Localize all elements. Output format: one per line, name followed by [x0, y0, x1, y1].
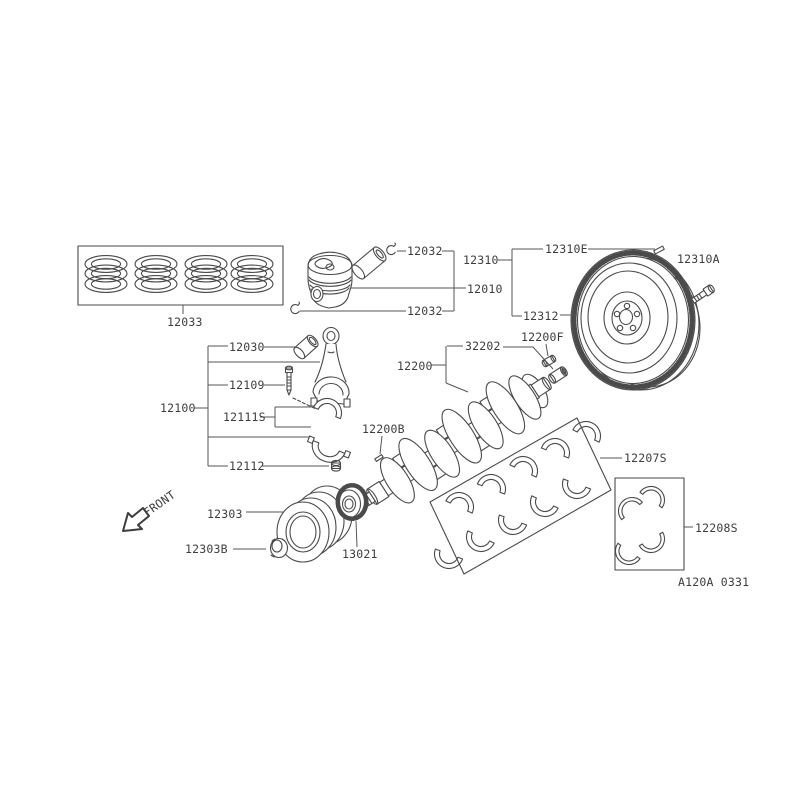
drawing-code: A120A 0331 — [678, 575, 749, 589]
crank-key-icon — [374, 454, 384, 462]
crankshaft — [354, 373, 552, 511]
label-rod-bolt: 12109 — [229, 378, 265, 392]
label-flywheel: 12310 — [463, 253, 499, 267]
rod-bolt-icon — [284, 365, 317, 410]
front-label: FRONT — [141, 488, 178, 520]
label-pulley-nut: 12303B — [185, 542, 228, 556]
label-main-bearing-set: 12207S — [624, 451, 667, 465]
pilot-bushing-icon — [541, 354, 557, 368]
label-pilot-bushing: 12200F — [521, 330, 564, 344]
snap-ring-bottom-icon — [290, 301, 300, 315]
thrust-washer-set — [609, 477, 685, 571]
flywheel-bolt-icon — [690, 284, 715, 304]
label-rod-nut: 12112 — [229, 459, 265, 473]
leader-lines — [182, 248, 693, 550]
part-labels: 12033 12032 12010 12032 12310 12310E 123… — [160, 242, 738, 561]
snap-ring-top-icon — [386, 242, 396, 256]
flywheel-key-icon — [653, 245, 665, 255]
main-bearing-set — [429, 416, 612, 575]
pilot-converter-icon — [548, 366, 568, 384]
piston-pin-bushing-icon — [293, 334, 319, 360]
rod-cap — [306, 435, 352, 463]
label-crank-sprocket: 13021 — [342, 547, 378, 561]
piston-ring-set — [77, 245, 284, 306]
label-connecting-rod: 12100 — [160, 401, 196, 415]
label-piston-pin-bushing: 12030 — [229, 340, 265, 354]
piston-pin — [351, 246, 387, 280]
label-crank-pulley: 12303 — [207, 507, 243, 521]
label-snap-ring-top: 12032 — [407, 244, 443, 258]
label-pilot-converter: 32202 — [465, 339, 501, 353]
rod-nut-icon — [330, 459, 342, 472]
label-flywheel-key: 12310E — [545, 242, 588, 256]
label-thrust-washer-set: 12208S — [695, 521, 738, 535]
label-ring-gear: 12312 — [523, 309, 559, 323]
label-rod-bearing-set: 12111S — [223, 410, 266, 424]
label-crank-key: 12200B — [362, 422, 405, 436]
crank-sprocket — [335, 483, 369, 521]
label-crankshaft: 12200 — [397, 359, 433, 373]
front-arrow-icon — [122, 507, 150, 532]
label-snap-ring-bottom: 12032 — [407, 304, 443, 318]
connecting-rod — [310, 326, 351, 408]
label-piston: 12010 — [467, 282, 503, 296]
flywheel — [570, 249, 701, 391]
piston — [307, 251, 353, 309]
pulley-nut-icon — [269, 537, 289, 559]
label-flywheel-bolt: 12310A — [677, 252, 720, 266]
label-piston-ring-set: 12033 — [167, 315, 203, 329]
